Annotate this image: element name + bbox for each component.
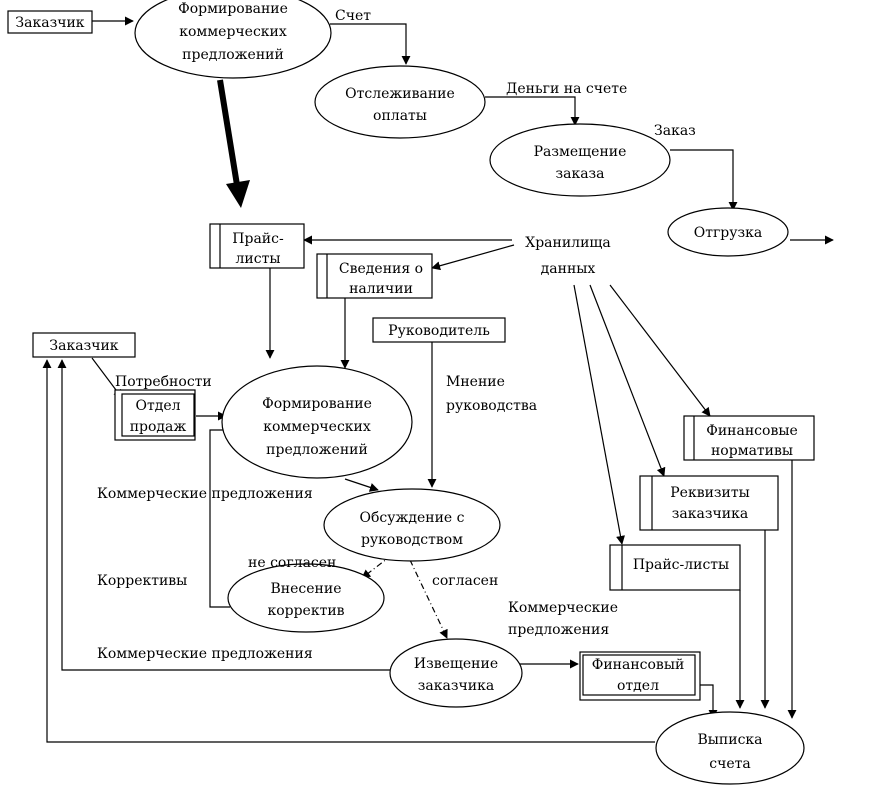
thick-arrow-head <box>226 180 250 208</box>
svg-text:предложений: предложений <box>182 47 284 63</box>
process-form-offers-top: Формирование коммерческих предложений <box>134 0 332 79</box>
arrow-stores-to-availability <box>431 244 515 271</box>
svg-text:Хранилища: Хранилища <box>525 235 611 251</box>
label-commercial-offers-3: Коммерческие предложения <box>97 646 313 662</box>
svg-text:Формирование: Формирование <box>262 396 372 412</box>
svg-text:заказчика: заказчика <box>672 506 748 522</box>
label-needs: Потребности <box>115 374 212 390</box>
svg-text:Формирование: Формирование <box>178 1 288 17</box>
arrow-invoice-to-customer <box>42 359 655 743</box>
svg-text:отдел: отдел <box>617 678 659 694</box>
svg-text:оплаты: оплаты <box>373 108 427 124</box>
arrow-formation-to-discussion <box>344 478 379 492</box>
arrow-stores-to-norms <box>609 284 711 417</box>
label-manager-opinion-1: Мнение <box>446 374 505 390</box>
arrow-corrections-loop <box>209 425 241 608</box>
arrow-disagree <box>361 554 393 579</box>
arrow-notify-to-customer <box>57 359 390 671</box>
store-customer-details: Реквизиты заказчика <box>639 475 779 531</box>
svg-text:Отдел: Отдел <box>135 398 180 414</box>
process-payment-tracking: Отслеживание оплаты <box>314 65 486 139</box>
label-invoice-flow: Счет <box>335 8 371 24</box>
svg-text:Отгрузка: Отгрузка <box>694 225 763 241</box>
entity-sales-dept: Отдел продаж <box>114 389 196 441</box>
arrow-formation-to-payment <box>330 23 411 65</box>
label-manager-opinion-2: руководства <box>446 398 537 414</box>
process-invoice: Выписка счета <box>655 711 805 785</box>
svg-text:Прайс-: Прайс- <box>232 231 284 247</box>
svg-text:руководством: руководством <box>361 532 463 548</box>
store-availability: Сведения о наличии <box>316 253 433 299</box>
svg-text:счета: счета <box>709 756 750 772</box>
svg-text:Извещение: Извещение <box>414 656 498 672</box>
process-form-offers-mid: Формирование коммерческих предложений <box>221 365 413 479</box>
svg-text:Финансовые: Финансовые <box>706 423 798 439</box>
label-commercial-offers-2b: предложения <box>508 622 609 638</box>
process-discussion: Обсуждение с руководством <box>323 488 501 562</box>
svg-text:продаж: продаж <box>130 419 187 435</box>
label-commercial-offers-1: Коммерческие предложения <box>97 486 313 502</box>
customer-left: Заказчик <box>32 332 136 358</box>
label-order: Заказ <box>654 123 696 139</box>
svg-text:предложений: предложений <box>266 442 368 458</box>
process-shipment: Отгрузка <box>667 207 789 257</box>
svg-text:наличии: наличии <box>349 281 413 297</box>
svg-text:коммерческих: коммерческих <box>179 24 287 40</box>
svg-text:листы: листы <box>236 251 281 267</box>
svg-text:Заказчик: Заказчик <box>15 15 84 31</box>
svg-text:коммерческих: коммерческих <box>263 419 371 435</box>
arrow-payment-to-order <box>485 96 580 126</box>
svg-text:Размещение: Размещение <box>534 144 627 160</box>
svg-text:Внесение: Внесение <box>271 581 342 597</box>
svg-text:заказа: заказа <box>555 166 604 182</box>
arrow-agree <box>409 559 448 639</box>
process-corrections-entry: Внесение корректив <box>227 563 385 633</box>
flow-labels: Счет Деньги на счете Заказ Потребности М… <box>97 8 696 662</box>
entity-manager: Руководитель <box>372 317 506 343</box>
svg-text:Выписка: Выписка <box>697 732 762 748</box>
svg-text:Прайс-листы: Прайс-листы <box>633 557 729 573</box>
label-commercial-offers-2a: Коммерческие <box>508 600 618 616</box>
customer-top: Заказчик <box>7 10 93 34</box>
label-disagree: не согласен <box>248 555 336 571</box>
svg-text:Сведения о: Сведения о <box>339 261 423 277</box>
process-order-placement: Размещение заказа <box>489 123 671 197</box>
arrow-finance-to-invoice <box>695 684 718 719</box>
label-agree: согласен <box>432 573 498 589</box>
svg-text:Обсуждение с: Обсуждение с <box>359 510 464 526</box>
label-corrections: Коррективы <box>97 573 187 589</box>
svg-text:корректив: корректив <box>267 603 344 619</box>
label-money-on-account: Деньги на счете <box>506 81 627 97</box>
store-price-lists-2: Прайс-листы <box>609 544 741 591</box>
svg-text:Отслеживание: Отслеживание <box>345 86 455 102</box>
svg-text:Заказчик: Заказчик <box>49 338 118 354</box>
store-financial-norms: Финансовые нормативы <box>683 415 815 461</box>
svg-text:Реквизиты: Реквизиты <box>670 485 750 501</box>
entity-finance-dept: Финансовый отдел <box>579 651 701 701</box>
thick-arrow-shaft <box>217 79 240 186</box>
store-price-lists: Прайс- листы <box>209 223 305 269</box>
arrow-stores-to-pricelists2 <box>573 284 625 545</box>
svg-text:данных: данных <box>541 261 596 277</box>
svg-text:Финансовый: Финансовый <box>592 657 685 673</box>
data-stores-label: Хранилища данных <box>525 235 611 277</box>
svg-text:нормативы: нормативы <box>711 443 793 459</box>
svg-text:Руководитель: Руководитель <box>388 323 490 339</box>
svg-text:заказчика: заказчика <box>418 678 494 694</box>
arrow-order-to-shipment <box>670 149 738 211</box>
arrow-stores-to-details <box>589 284 666 477</box>
process-notify-customer: Извещение заказчика <box>389 638 523 708</box>
connectors <box>42 16 834 743</box>
